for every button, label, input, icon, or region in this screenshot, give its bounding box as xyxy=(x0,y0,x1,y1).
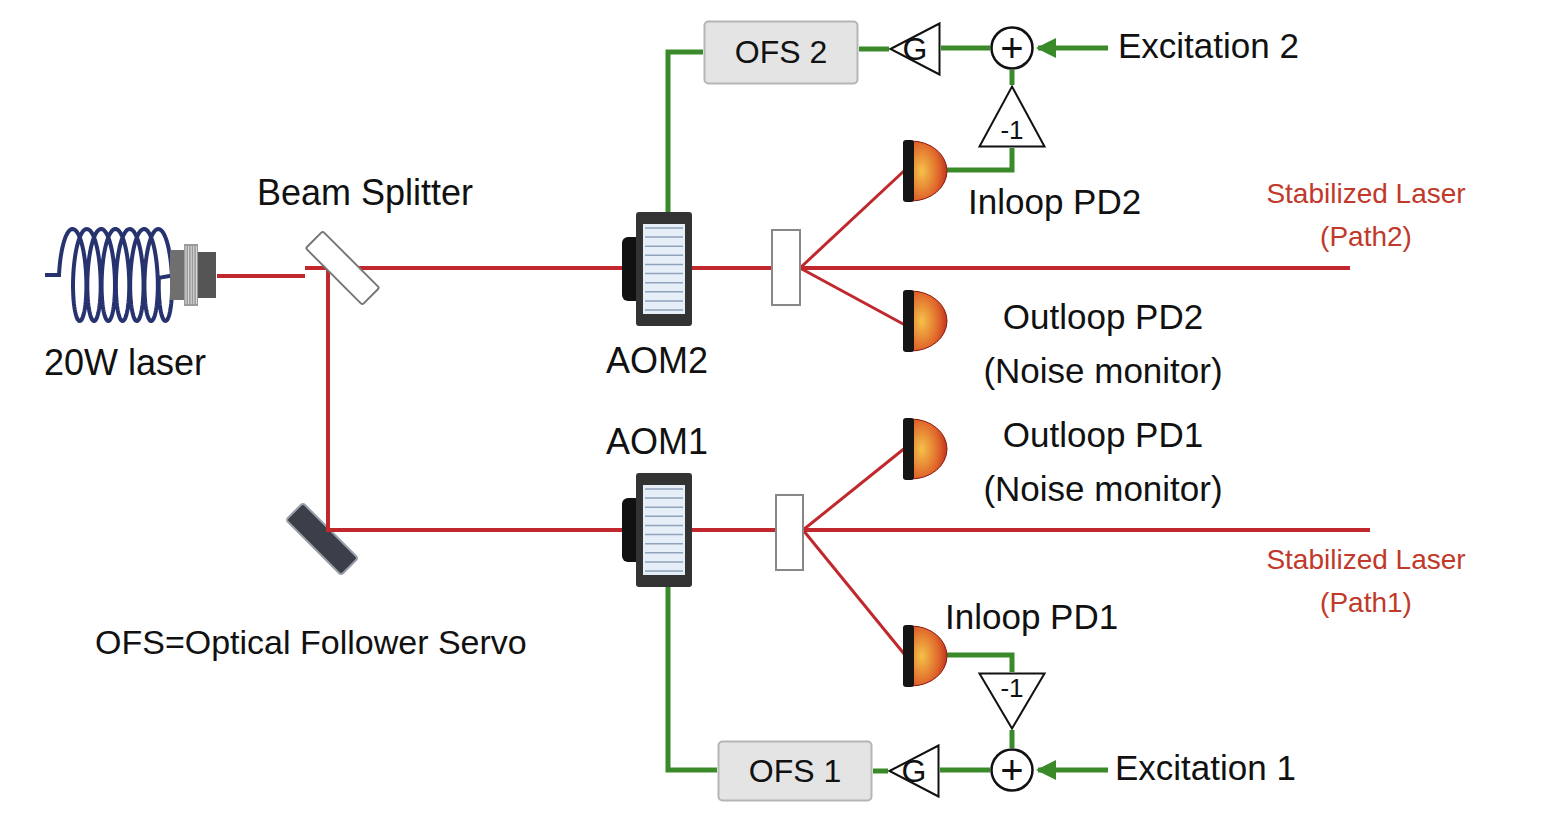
annotation-label: Stabilized Laser (Path2) xyxy=(1232,172,1500,259)
photodetector: Outloop PD2 (Noise monitor) xyxy=(903,290,947,352)
annotation-label: OFS=Optical Follower Servo xyxy=(95,623,615,662)
gain-triangle: G xyxy=(889,22,941,76)
laser-source-outline xyxy=(45,222,217,330)
node-label: AOM1 xyxy=(577,421,737,462)
signal-wire xyxy=(873,769,888,774)
signal-wire xyxy=(940,768,990,773)
acousto-optic-modulator-outline xyxy=(622,212,692,326)
node-label: Outloop PD1 (Noise monitor) xyxy=(958,408,1248,517)
photodetector: Inloop PD2 xyxy=(903,140,947,202)
summing-junction: + xyxy=(990,26,1034,70)
signal-wire xyxy=(859,47,889,52)
signal-wire xyxy=(941,46,990,51)
photodetector-outline xyxy=(903,418,947,480)
signal-wire xyxy=(668,52,703,212)
mirror xyxy=(286,503,358,575)
node-label: Outloop PD2 (Noise monitor) xyxy=(958,290,1248,399)
acousto-optic-modulator: AOM2 xyxy=(622,212,692,326)
excitation-arrow xyxy=(1038,46,1108,51)
photodetector-outline xyxy=(903,290,947,352)
inverter-triangle: -1 xyxy=(978,85,1046,148)
pickoff-beam xyxy=(803,530,905,655)
pickoff-plate xyxy=(776,495,803,570)
signal-wire xyxy=(1010,70,1015,85)
beam-splitter-outline xyxy=(305,228,380,308)
photodetector: Outloop PD1 (Noise monitor) xyxy=(903,418,947,480)
node-label: Beam Splitter xyxy=(220,172,510,213)
acousto-optic-modulator-outline xyxy=(622,473,692,587)
signal-wire xyxy=(668,587,717,770)
annotation-label: Excitation 1 xyxy=(1115,748,1355,788)
node-label: AOM2 xyxy=(577,340,737,381)
pickoff-beam xyxy=(803,448,905,530)
node-label: + xyxy=(1000,25,1023,71)
node-label: G xyxy=(903,31,928,68)
excitation-arrow xyxy=(1038,768,1108,773)
summing-junction: + xyxy=(990,748,1034,792)
acousto-optic-modulator: AOM1 xyxy=(622,473,692,587)
node-label: Inloop PD2 xyxy=(968,182,1208,222)
photodetector: Inloop PD1 xyxy=(903,625,947,687)
beam-splitter: Beam Splitter xyxy=(305,228,380,308)
pickoff-beam xyxy=(800,268,905,325)
servo-box: OFS 2 xyxy=(703,20,859,85)
signal-wire xyxy=(1010,730,1015,748)
node-label: 20W laser xyxy=(5,342,245,383)
node-label: -1 xyxy=(1000,674,1023,704)
annotation-label: Stabilized Laser (Path1) xyxy=(1232,538,1500,625)
pickoff-beam xyxy=(800,170,905,268)
inverter-triangle: -1 xyxy=(978,672,1046,730)
photodetector-outline xyxy=(903,140,947,202)
servo-box: OFS 1 xyxy=(717,740,873,802)
photodetector-outline xyxy=(903,625,947,687)
annotation-label: Excitation 2 xyxy=(1118,26,1358,66)
signal-wire xyxy=(947,148,1012,170)
node-label: + xyxy=(1000,747,1023,793)
laser-beam xyxy=(326,268,330,308)
node-label: G xyxy=(902,753,927,790)
pickoff-plate xyxy=(772,230,800,305)
node-label: -1 xyxy=(1000,116,1023,146)
laser-source: 20W laser xyxy=(45,222,217,330)
node-label: OFS 1 xyxy=(749,753,841,790)
node-label: Inloop PD1 xyxy=(945,597,1185,637)
laser-beam xyxy=(380,266,622,270)
gain-triangle: G xyxy=(888,744,940,798)
laser-beam xyxy=(328,308,622,530)
node-label: OFS 2 xyxy=(735,34,827,71)
signal-wire xyxy=(947,655,1012,672)
laser-beam xyxy=(217,274,305,278)
